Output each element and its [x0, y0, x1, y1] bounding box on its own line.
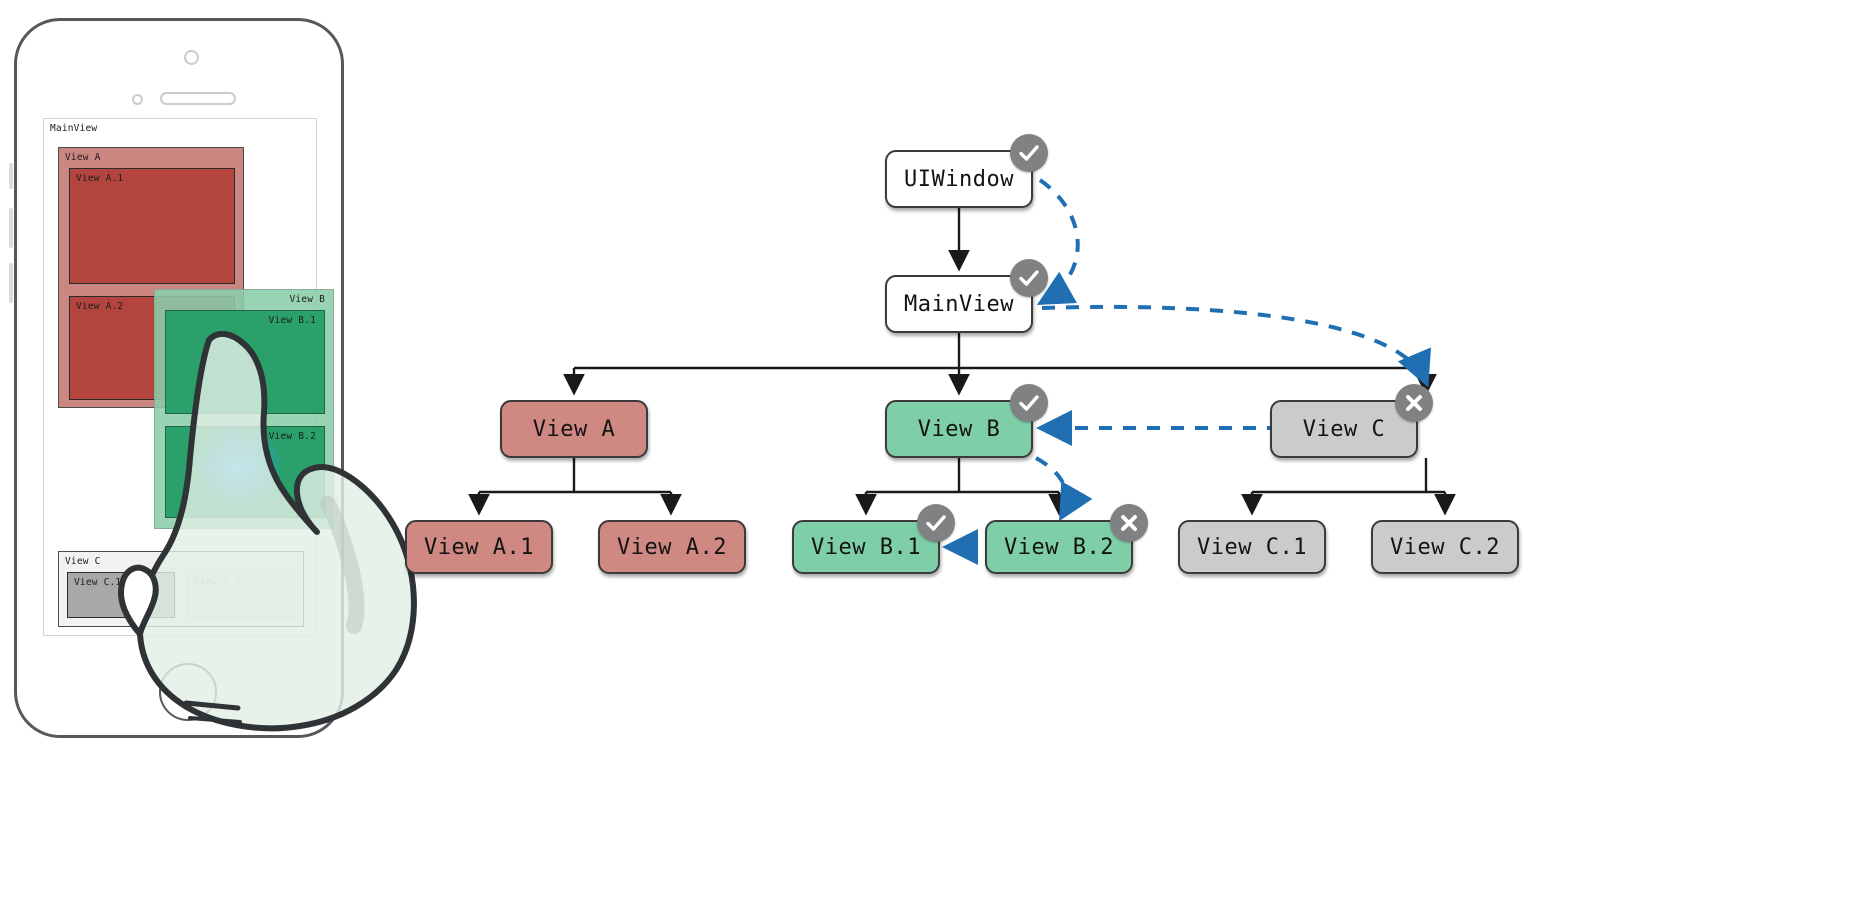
node-view-b2[interactable]: View B.2 — [985, 520, 1133, 574]
screen-view-b-label: View B — [289, 294, 325, 305]
cross-circle-icon — [1395, 384, 1433, 422]
screen-view-b1[interactable]: View B.1 — [165, 310, 325, 414]
node-mainview-label: MainView — [904, 291, 1014, 317]
phone-screen[interactable]: MainView View A View A.1 View A.2 View C… — [43, 118, 334, 636]
node-view-c2-label: View C.2 — [1390, 534, 1500, 560]
check-circle-icon — [1010, 134, 1048, 172]
node-view-a[interactable]: View A — [500, 400, 648, 458]
screen-view-c1[interactable]: View C.1 — [67, 572, 175, 618]
screen-view-a2-label: View A.2 — [76, 301, 124, 312]
node-view-b1-label: View B.1 — [811, 534, 921, 560]
screen-view-b[interactable]: View B View B.1 View B.2 — [154, 289, 334, 529]
screen-view-a1-label: View A.1 — [76, 173, 124, 184]
cross-circle-icon — [1110, 504, 1148, 542]
node-view-a1[interactable]: View A.1 — [405, 520, 553, 574]
node-view-a2[interactable]: View A.2 — [598, 520, 746, 574]
phone-proximity-sensor-icon — [132, 94, 143, 105]
node-view-b-label: View B — [917, 416, 1001, 442]
node-view-a1-label: View A.1 — [424, 534, 534, 560]
screen-view-a1[interactable]: View A.1 — [69, 168, 235, 284]
phone-volume-down-button — [9, 263, 13, 303]
screen-view-c2-label: View C.2 — [194, 577, 242, 588]
screen-view-c[interactable]: View C View C.1 View C.2 — [58, 551, 304, 627]
screen-view-b2-label: View B.2 — [268, 431, 316, 442]
screen-view-c1-label: View C.1 — [74, 577, 122, 588]
screen-view-c2[interactable]: View C.2 — [187, 572, 295, 618]
check-circle-icon — [917, 504, 955, 542]
node-view-c-label: View C — [1302, 416, 1386, 442]
phone-earpiece-speaker — [160, 92, 236, 105]
phone-home-button[interactable] — [159, 663, 217, 721]
check-circle-icon — [1010, 259, 1048, 297]
node-view-c[interactable]: View C — [1270, 400, 1418, 458]
node-view-b[interactable]: View B — [885, 400, 1033, 458]
view-hierarchy-tree: UIWindow MainView View A View B View C V… — [400, 120, 1864, 640]
node-view-a2-label: View A.2 — [617, 534, 727, 560]
screen-view-b2[interactable]: View B.2 — [165, 426, 325, 518]
check-circle-icon — [1010, 384, 1048, 422]
node-view-c2[interactable]: View C.2 — [1371, 520, 1519, 574]
phone-front-camera-icon — [184, 50, 199, 65]
node-view-c1-label: View C.1 — [1197, 534, 1307, 560]
node-view-a-label: View A — [532, 416, 616, 442]
node-uiwindow[interactable]: UIWindow — [885, 150, 1033, 208]
screen-view-b1-label: View B.1 — [268, 315, 316, 326]
screen-view-c-label: View C — [65, 556, 101, 567]
screen-root-label: MainView — [50, 123, 98, 134]
node-view-c1[interactable]: View C.1 — [1178, 520, 1326, 574]
phone-volume-up-button — [9, 208, 13, 248]
iphone-mockup: MainView View A View A.1 View A.2 View C… — [9, 18, 417, 738]
node-mainview[interactable]: MainView — [885, 275, 1033, 333]
node-view-b2-label: View B.2 — [1004, 534, 1114, 560]
phone-silent-switch — [9, 163, 13, 189]
screen-view-a-label: View A — [65, 152, 101, 163]
node-uiwindow-label: UIWindow — [904, 166, 1014, 192]
node-view-b1[interactable]: View B.1 — [792, 520, 940, 574]
